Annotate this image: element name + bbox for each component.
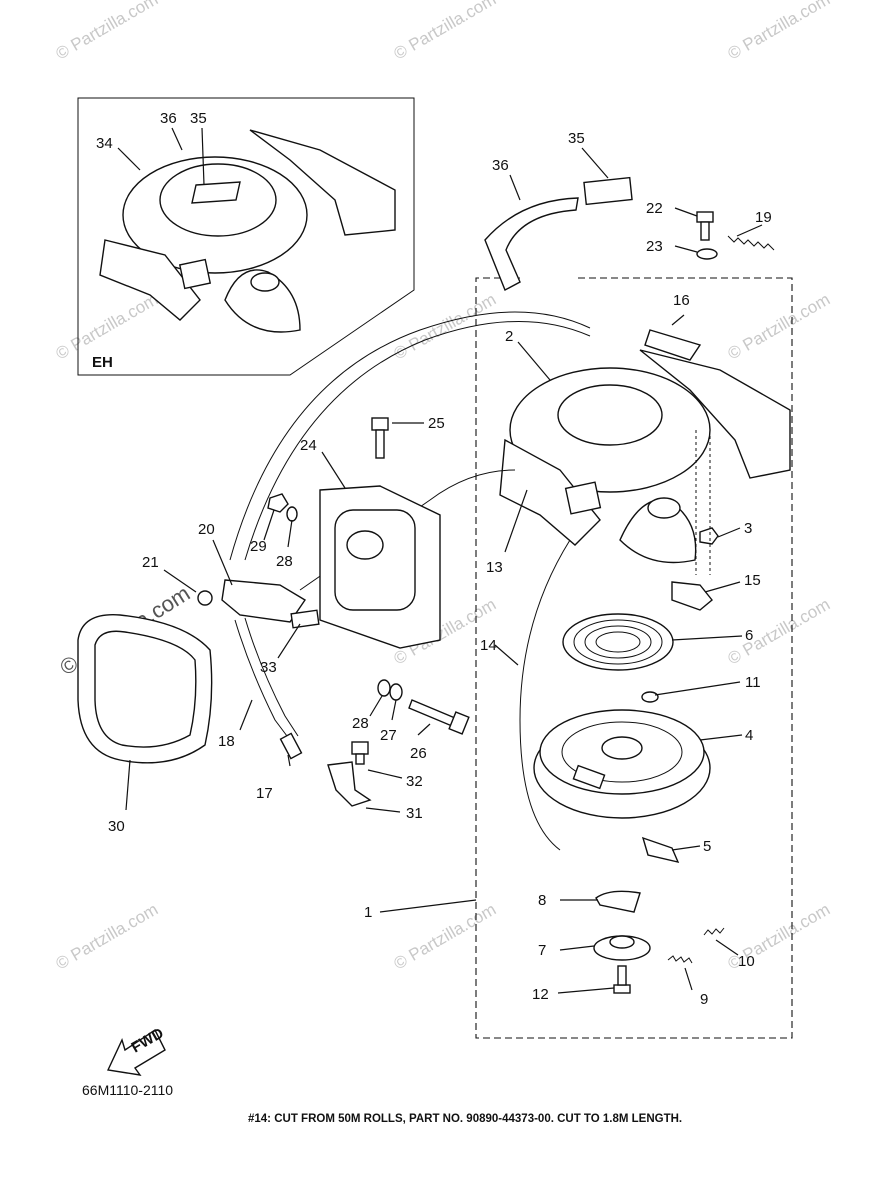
callout-21: 21	[142, 554, 159, 571]
label-33	[290, 609, 320, 629]
watermark: © Partzilla.com	[53, 900, 162, 974]
bolt-26	[408, 699, 456, 727]
label-35	[583, 176, 633, 206]
leader-lines	[125, 147, 763, 994]
bolt-12	[613, 965, 631, 994]
inset-eh: 34 36 35 EH	[77, 97, 415, 376]
silencer-24	[319, 485, 441, 649]
assembly-outline	[475, 277, 793, 1039]
spring-10	[703, 927, 725, 936]
callout-26: 26	[410, 745, 427, 762]
watermark: © Partzilla.com	[53, 0, 162, 63]
inset-callout-34: 34	[96, 135, 113, 152]
spiral-spring-6	[562, 613, 674, 671]
washer-23	[696, 248, 718, 260]
lever-15	[671, 581, 713, 611]
spring-9	[667, 955, 693, 964]
callout-35: 35	[568, 130, 585, 147]
callout-4: 4	[745, 727, 753, 744]
callout-27: 27	[380, 727, 397, 744]
callout-25: 25	[428, 415, 445, 432]
sheave-drum-4	[533, 709, 711, 819]
diagram-code: 66M1110-2110	[82, 1082, 173, 1098]
callout-13: 13	[486, 559, 503, 576]
callout-29: 29	[250, 538, 267, 555]
footnote: #14: CUT FROM 50M ROLLS, PART NO. 90890-…	[248, 1113, 682, 1125]
watermark: © Partzilla.com	[725, 290, 834, 364]
callout-7: 7	[538, 942, 546, 959]
watermark-layer: © Partzilla.com © Partzilla.com © Partzi…	[53, 0, 834, 973]
bolt-25	[371, 417, 389, 459]
inset-tag: EH	[92, 354, 113, 371]
throttle-cable-outer	[244, 321, 591, 561]
watermark: © Partzilla.com	[53, 290, 162, 364]
callout-17: 17	[256, 785, 273, 802]
drive-plate-8	[595, 890, 641, 913]
bracket-31	[327, 761, 372, 807]
cable-18	[234, 619, 291, 741]
pawl-5	[641, 836, 680, 863]
callout-2: 2	[505, 328, 513, 345]
callout-10: 10	[738, 953, 755, 970]
callout-11: 11	[745, 674, 761, 691]
fwd-arrow: FWD	[106, 1025, 167, 1076]
callout-33: 33	[260, 659, 277, 676]
callout-numbers: 1 2 3 4 5 6 7 8 9 10 11 12 13 14 15 16 1…	[108, 130, 772, 1008]
callout-31: 31	[406, 805, 423, 822]
callout-12: 12	[532, 986, 549, 1003]
fitting-17	[279, 732, 303, 760]
watermark: © Partzilla.com	[391, 0, 500, 63]
callout-22: 22	[646, 200, 663, 217]
callout-14: 14	[480, 637, 497, 654]
watermark: © Partzilla.com	[725, 0, 834, 63]
nut-3	[699, 527, 719, 545]
inset-callout-36: 36	[160, 110, 177, 127]
circlip-11	[641, 691, 659, 703]
callout-9: 9	[700, 991, 708, 1008]
washer-28	[286, 506, 298, 522]
washer-27	[389, 683, 403, 701]
callout-18: 18	[218, 733, 235, 750]
callout-3: 3	[744, 520, 752, 537]
inset-callout-35: 35	[190, 110, 207, 127]
callout-23: 23	[646, 238, 663, 255]
callout-24: 24	[300, 437, 317, 454]
callout-36: 36	[492, 157, 509, 174]
callout-6: 6	[745, 627, 753, 644]
callout-28-lower: 28	[352, 715, 369, 732]
watermark: © Partzilla.com	[391, 290, 500, 364]
plate-16	[644, 329, 702, 361]
filter-30	[77, 614, 213, 764]
washer-28b	[377, 679, 391, 697]
spring-19	[727, 235, 775, 251]
bracket-20	[221, 579, 306, 623]
callout-15: 15	[744, 572, 761, 589]
callout-19: 19	[755, 209, 772, 226]
clip-21	[197, 590, 213, 606]
callout-16: 16	[673, 292, 690, 309]
nut-29	[267, 493, 289, 513]
callout-20: 20	[198, 521, 215, 538]
callout-28-upper: 28	[276, 553, 293, 570]
watermark: © Partzilla.com	[725, 595, 834, 669]
bolt-32	[351, 741, 369, 765]
throttle-cable	[229, 311, 591, 561]
rope-handle-36	[484, 197, 579, 291]
callout-1: 1	[364, 904, 372, 921]
starter-rope	[519, 539, 571, 851]
bolt-22	[696, 211, 714, 241]
callout-8: 8	[538, 892, 546, 909]
callout-30: 30	[108, 818, 125, 835]
starter-housing	[499, 349, 791, 564]
watermark: © Partzilla.com	[391, 900, 500, 974]
callout-5: 5	[703, 838, 711, 855]
callout-32: 32	[406, 773, 423, 790]
